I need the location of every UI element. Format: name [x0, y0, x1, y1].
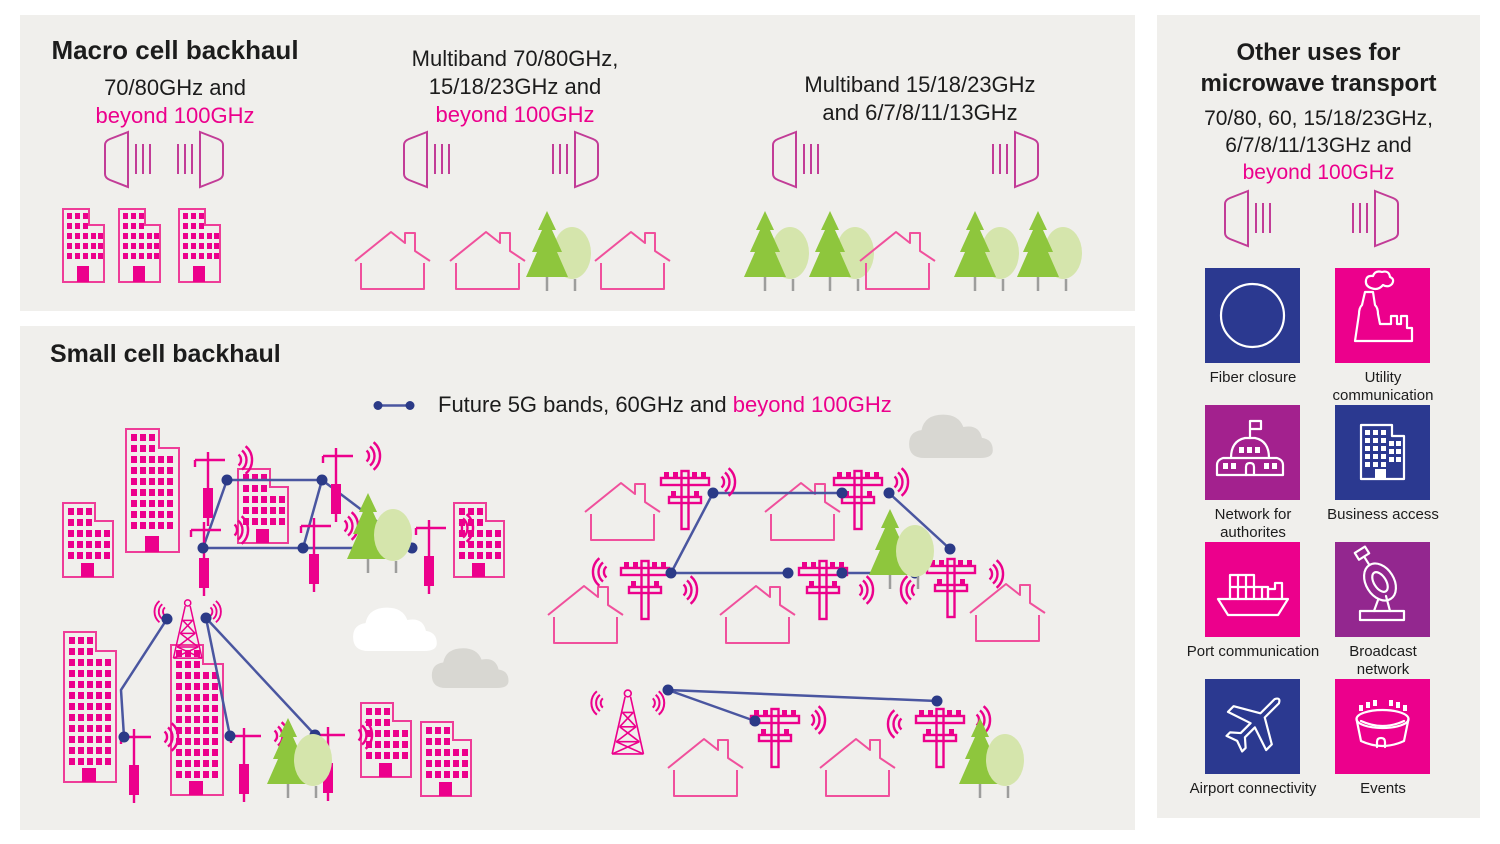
airport-connectivity-tile	[1205, 679, 1300, 774]
fiber-closure-icon	[1219, 282, 1286, 349]
macro-cell-backhaul-panel: Macro cell backhaul 70/80GHz and beyond …	[20, 15, 1135, 311]
band-label-highlight: beyond 100GHz	[95, 103, 255, 128]
tree-icon	[952, 209, 1021, 293]
small-cell-backhaul-panel: Small cell backhaul Future 5G bands, 60G…	[20, 326, 1135, 830]
utility-pole-icon	[749, 705, 827, 769]
use-label: Port communication	[1186, 643, 1320, 660]
legend: Future 5G bands, 60GHz and beyond 100GHz	[372, 392, 892, 418]
building-icon	[119, 209, 160, 282]
use-item-port-communication: Port communication	[1187, 542, 1319, 679]
utility-communication-tile	[1335, 268, 1430, 363]
office-building-icon	[1359, 423, 1406, 481]
tree-icon	[807, 209, 876, 293]
house-icon	[969, 583, 1046, 642]
fiber-closure-tile	[1205, 268, 1300, 363]
cargo-ship-icon	[1216, 573, 1290, 617]
tree-icon	[1015, 209, 1084, 293]
macro-column-2: Multiband 70/80GHz, 15/18/23GHz and beyo…	[350, 45, 680, 129]
house-icon	[819, 738, 896, 797]
pole-antenna-icon	[121, 723, 178, 803]
broadcast-network-tile	[1335, 542, 1430, 637]
legend-text: Future 5G bands, 60GHz and beyond 100GHz	[438, 392, 892, 417]
building-icon	[63, 503, 113, 577]
macro-column-3: Multiband 15/18/23GHz and 6/7/8/11/13GHz	[750, 71, 1090, 127]
microwave-link-icon	[1224, 190, 1399, 247]
authority-building-icon	[1215, 419, 1285, 477]
use-item-fiber-closure: Fiber closure	[1205, 268, 1300, 405]
house-icon	[764, 482, 841, 541]
link-nodes	[118, 474, 956, 743]
band-label: and 6/7/8/11/13GHz	[822, 100, 1018, 125]
building-icon	[179, 209, 220, 282]
use-item-airport-connectivity: Airport connectivity	[1190, 679, 1316, 816]
radio-tower-icon	[591, 690, 664, 754]
network-for-authorities-tile	[1205, 405, 1300, 500]
building-icon	[126, 429, 179, 552]
building-icon	[64, 632, 116, 782]
tree-icon	[524, 209, 593, 293]
utility-pole-icon	[797, 559, 875, 621]
house-icon	[354, 231, 431, 290]
band-label-highlight: beyond 100GHz	[435, 102, 595, 127]
microwave-link-icon	[772, 131, 1039, 188]
cloud-icon	[909, 414, 993, 459]
other-uses-panel: Other uses for microwave transport 70/80…	[1157, 15, 1480, 818]
building-icon	[454, 503, 504, 577]
port-communication-tile	[1205, 542, 1300, 637]
house-icon	[547, 585, 624, 644]
microwave-link-icon	[104, 131, 224, 188]
microwave-link-icon	[403, 131, 599, 188]
house-icon	[667, 738, 744, 797]
tree-icon	[742, 209, 811, 293]
tree-icon	[957, 716, 1026, 800]
airplane-icon	[1225, 697, 1281, 753]
pole-antenna-icon	[191, 516, 248, 596]
use-label: Airport connectivity	[1189, 780, 1317, 797]
band-label: Multiband 70/80GHz,	[411, 46, 619, 71]
band-label: Multiband 15/18/23GHz	[804, 72, 1036, 97]
events-tile	[1335, 679, 1430, 774]
house-icon	[594, 231, 671, 290]
panel-title: Macro cell backhaul	[51, 35, 299, 65]
link-legend-icon	[373, 400, 415, 410]
use-label: Events	[1360, 780, 1406, 797]
satellite-dish-icon	[1353, 545, 1406, 622]
house-icon	[719, 585, 796, 644]
business-access-tile	[1335, 405, 1430, 500]
use-label: Fiber closure	[1209, 369, 1297, 386]
radio-tower-icon	[154, 600, 220, 658]
building-icon	[361, 703, 411, 777]
panel-title: Small cell backhaul	[50, 340, 281, 368]
stadium-icon	[1355, 700, 1410, 749]
band-label: 15/18/23GHz and	[428, 74, 602, 99]
cloud-icon	[353, 607, 437, 652]
cloud-icon	[431, 648, 509, 689]
band-label: 70/80GHz and	[104, 75, 246, 100]
use-item-events: Events	[1335, 679, 1430, 816]
panel-title: Other uses for microwave transport	[1200, 39, 1437, 97]
factory-icon	[1353, 270, 1414, 343]
building-icon	[63, 209, 104, 282]
use-label: Business access	[1327, 506, 1439, 523]
macro-column-1: Macro cell backhaul 70/80GHz and beyond …	[30, 35, 320, 130]
house-icon	[584, 482, 661, 541]
tree-icon	[867, 507, 936, 591]
tree-icon	[265, 716, 334, 800]
small-cell-scene	[20, 414, 1046, 830]
building-icon	[421, 722, 471, 796]
house-icon	[449, 231, 526, 290]
use-item-business-access: Business access	[1327, 405, 1439, 542]
band-label: 70/80, 60, 15/18/23GHz, 6/7/8/11/13GHz a…	[1204, 107, 1433, 184]
